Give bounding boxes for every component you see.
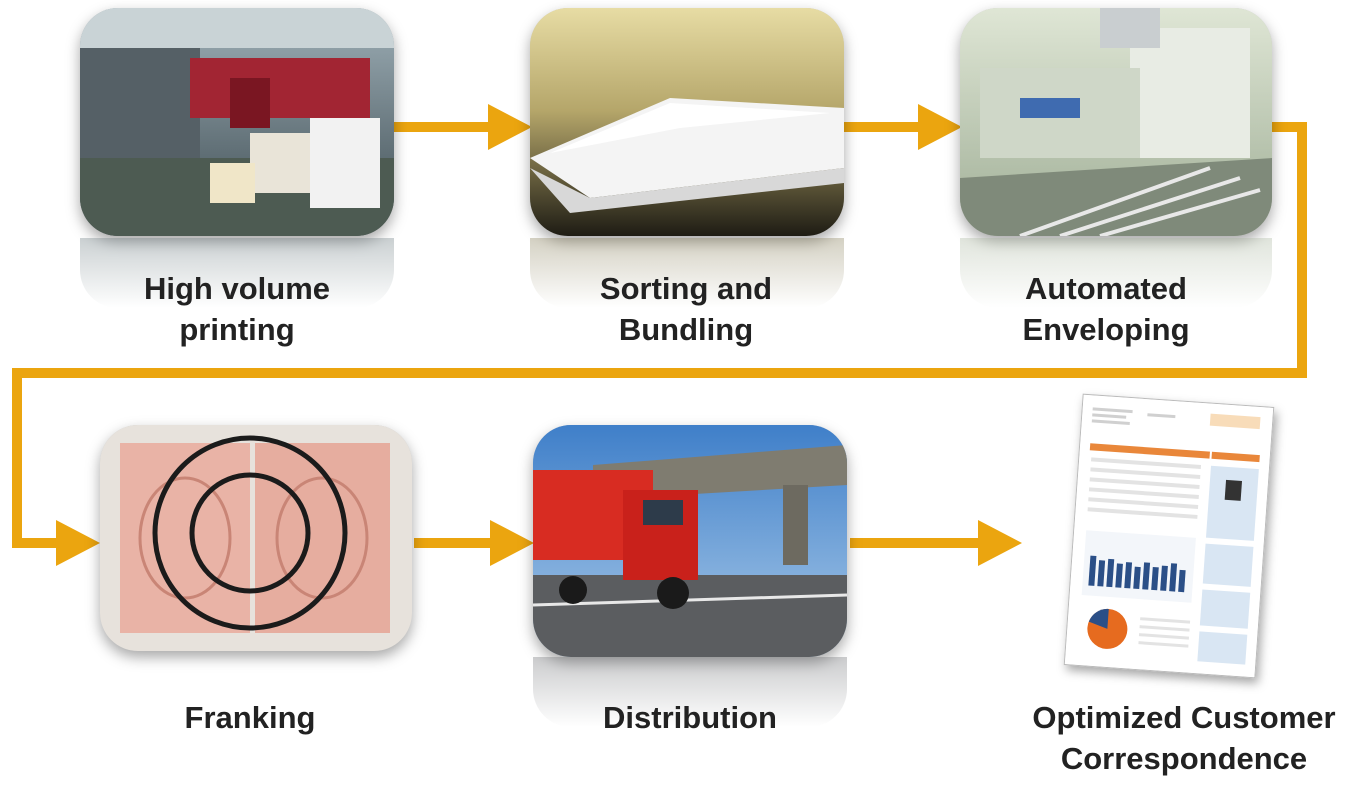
step-label-line: High volume xyxy=(143,271,330,306)
step-label-line: Optimized Customer xyxy=(1032,700,1336,735)
printing-press-photo xyxy=(80,8,394,236)
step-label-correspondence: Optimized Customer Correspondence xyxy=(1002,697,1366,779)
step-label-distribution: Distribution xyxy=(510,697,870,738)
arrowhead-doc xyxy=(978,520,1022,566)
step-label-line: Franking xyxy=(184,700,316,735)
delivery-truck-photo xyxy=(533,425,847,657)
step-label-enveloping: Automated Enveloping xyxy=(926,268,1286,350)
paper-photo-reflection xyxy=(530,238,844,308)
step-label-line: Automated xyxy=(1025,271,1187,306)
truck-photo-reflection xyxy=(533,657,847,727)
enveloping-photo-reflection xyxy=(960,238,1272,308)
enveloping-machine-photo xyxy=(960,8,1272,236)
paper-stack-photo xyxy=(530,8,844,236)
arrowhead-sort xyxy=(488,104,532,150)
step-label-franking: Franking xyxy=(70,697,430,738)
step-label-sorting: Sorting and Bundling xyxy=(506,268,866,350)
arrowhead-env xyxy=(918,104,962,150)
step-label-line: Bundling xyxy=(618,312,754,347)
step-label-line: Enveloping xyxy=(1022,312,1190,347)
step-label-line: Distribution xyxy=(603,700,777,735)
customer-statement-document xyxy=(1063,393,1275,679)
arrowhead-dist xyxy=(490,520,534,566)
arrow-env-to-frank xyxy=(12,122,1307,548)
step-label-line: Correspondence xyxy=(1060,741,1308,776)
step-label-line: Sorting and xyxy=(599,271,773,306)
step-label-printing: High volume printing xyxy=(57,268,417,350)
printing-photo-reflection xyxy=(80,238,394,308)
postage-stamp-photo xyxy=(100,425,412,651)
step-label-line: printing xyxy=(179,312,295,347)
arrowhead-frank xyxy=(56,520,100,566)
